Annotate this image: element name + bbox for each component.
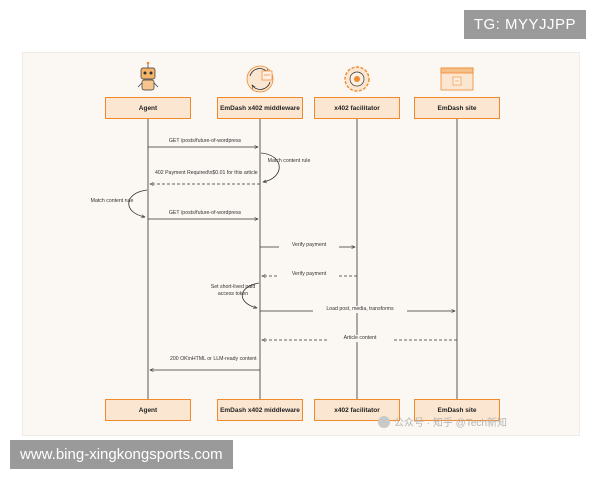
message-label-3: GET /posts/future-of-wordpress	[153, 210, 257, 218]
browser-window-icon	[440, 67, 474, 91]
wechat-icon	[378, 415, 390, 428]
social-watermark-text: 公众号 · 知乎 @Tech新知	[394, 418, 507, 429]
self-call-curve-middleware-1	[260, 152, 280, 182]
participant-agent-top: Agent	[105, 97, 191, 119]
participant-agent-bottom: Agent	[105, 399, 191, 421]
message-label-4: Verify payment	[279, 242, 339, 250]
message-label-7: Article content	[328, 335, 392, 343]
url-watermark-badge: www.bing-xingkongsports.com	[10, 440, 233, 469]
tg-watermark-badge: TG: MYYJJPP	[463, 10, 586, 39]
self-call-curve-agent	[128, 189, 148, 217]
sequence-diagram: Agent EmDash x402 middleware x402 facili…	[22, 52, 580, 436]
social-watermark: 公众号 · 知乎 @Tech新知	[378, 414, 507, 429]
participant-site-top: EmDash site	[414, 97, 500, 119]
note-middleware-token: Set short-lived paid access token	[210, 284, 256, 298]
participant-facilitator-bottom: x402 facilitator	[314, 399, 400, 421]
message-label-5: Verify payment	[279, 271, 339, 279]
participant-middleware-bottom: EmDash x402 middleware	[217, 399, 303, 421]
participant-middleware-top: EmDash x402 middleware	[217, 97, 303, 119]
message-label-6: Load post, media, transforms	[313, 306, 407, 314]
participant-site-bottom: EmDash site	[414, 399, 500, 421]
message-label-2: 402 Payment Required\n$0.01 for this art…	[153, 170, 258, 178]
note-middleware-match: Match content rule	[267, 158, 311, 164]
note-agent-match: Match content rule	[90, 198, 134, 204]
gear-ring-icon	[344, 66, 370, 92]
message-label-8: 200 OK\nHTML or LLM-ready content	[168, 356, 257, 364]
robot-icon	[137, 61, 159, 91]
self-call-curve-middleware-2	[241, 282, 260, 308]
participant-facilitator-top: x402 facilitator	[314, 97, 400, 119]
refresh-cycle-icon	[246, 65, 274, 93]
message-label-1: GET /posts/future-of-wordpress	[153, 138, 257, 146]
